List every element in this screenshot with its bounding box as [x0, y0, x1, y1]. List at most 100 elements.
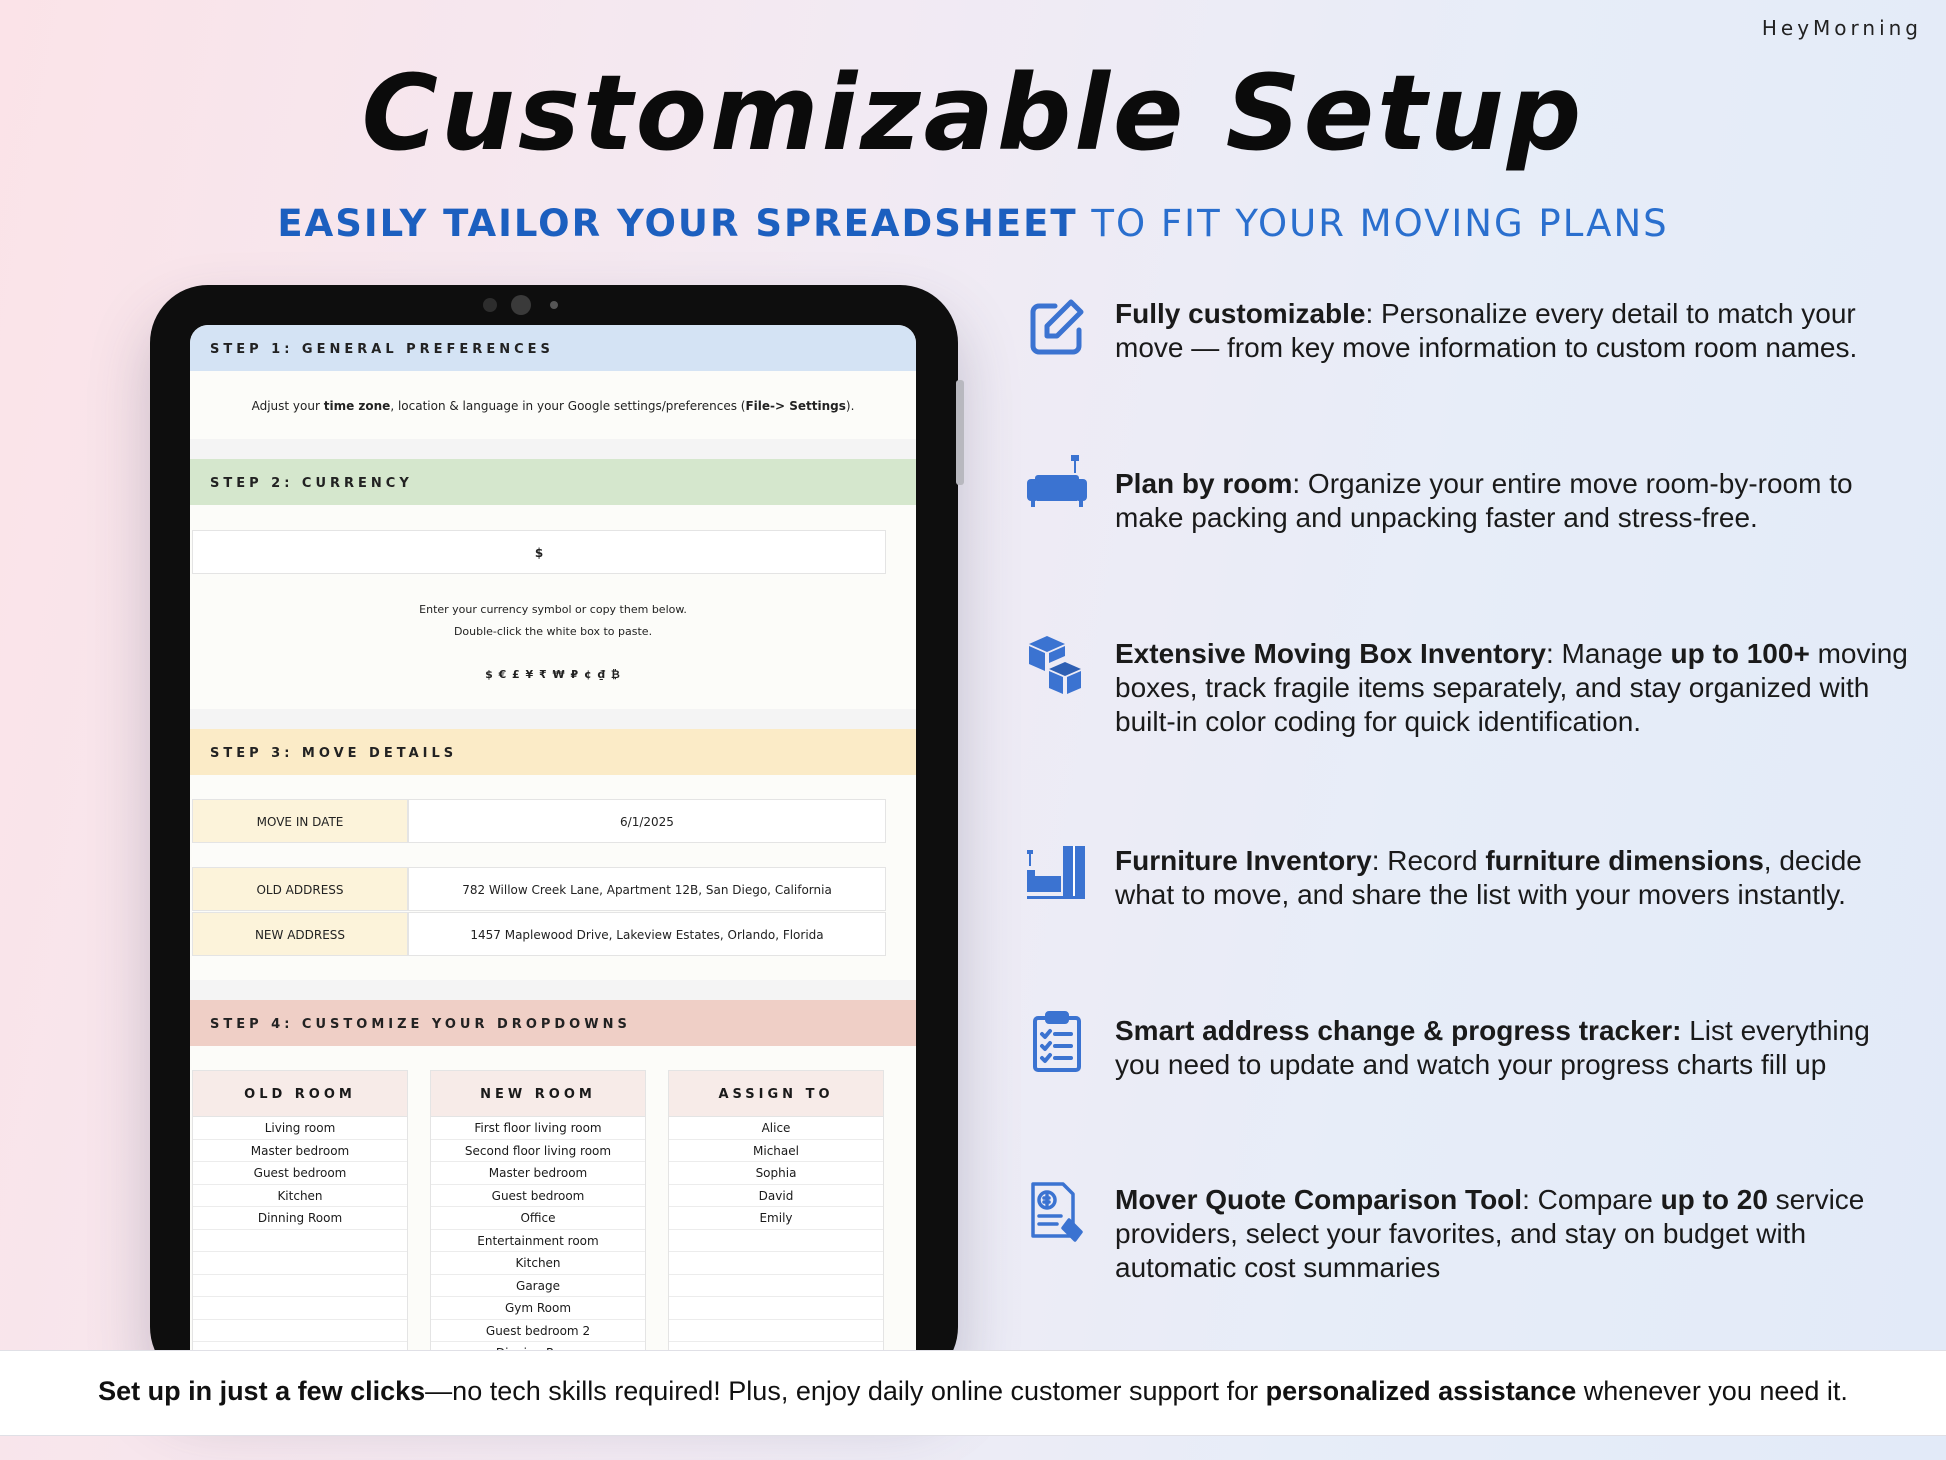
feature-plan-by-room: Plan by room: Organize your entire move …	[1115, 467, 1915, 535]
list-item[interactable]: Guest bedroom 2	[431, 1320, 645, 1342]
feature-text: : Organize your entire move room-by-room…	[1115, 468, 1853, 533]
list-item[interactable]	[669, 1320, 883, 1342]
feature-fully-customizable: Fully customizable: Personalize every de…	[1115, 297, 1915, 365]
list-item[interactable]: David	[669, 1185, 883, 1207]
tablet-mockup: STEP 1: GENERAL PREFERENCES Adjust your …	[150, 285, 964, 1385]
list-item[interactable]	[193, 1275, 407, 1297]
subtitle-bold: EASILY TAILOR YOUR SPREADSHEET	[277, 202, 1078, 245]
footer-text: whenever you need it.	[1576, 1376, 1848, 1406]
step1-note-bold: time zone	[323, 399, 391, 413]
list-item[interactable]	[193, 1252, 407, 1275]
feature-box-inventory: Extensive Moving Box Inventory: Manage u…	[1115, 637, 1915, 739]
camera-lens	[511, 295, 531, 315]
feature-text: : Personalize every detail to match your…	[1115, 298, 1858, 363]
feature-text: : Record	[1371, 845, 1486, 876]
list-item[interactable]: Kitchen	[431, 1252, 645, 1275]
feature-address-tracker: Smart address change & progress tracker:…	[1115, 1014, 1915, 1082]
feature-title: Extensive Moving Box Inventory	[1115, 638, 1546, 669]
list-item[interactable]: Dinning Room	[193, 1207, 407, 1230]
divider	[190, 439, 916, 459]
list-item[interactable]	[193, 1320, 407, 1342]
footer-bold: Set up in just a few clicks	[98, 1376, 426, 1406]
old-address-label: OLD ADDRESS	[192, 867, 408, 911]
currency-input[interactable]: $	[192, 530, 886, 574]
feature-title: Plan by room	[1115, 468, 1293, 499]
feature-text: List everything you need to update and w…	[1115, 1015, 1870, 1080]
feature-quote-comparison: Mover Quote Comparison Tool: Compare up …	[1115, 1183, 1915, 1285]
list-item[interactable]: Sophia	[669, 1162, 883, 1185]
feature-title: Mover Quote Comparison Tool	[1115, 1184, 1523, 1215]
new-address-field[interactable]: 1457 Maplewood Drive, Lakeview Estates, …	[408, 912, 886, 956]
furniture-icon	[1027, 846, 1085, 899]
step3-header: STEP 3: MOVE DETAILS	[190, 729, 916, 775]
list-item[interactable]	[669, 1230, 883, 1252]
footer-banner: Set up in just a few clicks—no tech skil…	[0, 1350, 1946, 1436]
camera-sensor	[550, 301, 558, 309]
list-item[interactable]: First floor living room	[431, 1117, 645, 1140]
list-item[interactable]	[193, 1297, 407, 1320]
feature-title: Fully customizable	[1115, 298, 1366, 329]
subtitle-rest: TO FIT YOUR MOVING PLANS	[1077, 202, 1669, 245]
boxes-icon	[1029, 636, 1081, 694]
list-item[interactable]: Master bedroom	[431, 1162, 645, 1185]
list-item[interactable]	[669, 1297, 883, 1320]
tablet-side-button	[956, 380, 964, 430]
invoice-dollar-icon	[1031, 1182, 1083, 1242]
list-item[interactable]: Emily	[669, 1207, 883, 1230]
feature-text: service providers, select your favorites…	[1115, 1184, 1865, 1283]
list-item[interactable]: Second floor living room	[431, 1140, 645, 1162]
old-address-field[interactable]: 782 Willow Creek Lane, Apartment 12B, Sa…	[408, 867, 886, 911]
feature-text: , decide what to move, and share the lis…	[1115, 845, 1862, 910]
footer-bold: personalized assistance	[1265, 1376, 1577, 1406]
edit-icon	[1030, 299, 1084, 355]
old-room-column: OLD ROOM Living room Master bedroom Gues…	[192, 1070, 408, 1385]
list-item[interactable]: Kitchen	[193, 1185, 407, 1207]
list-item[interactable]	[669, 1252, 883, 1275]
step1-note-text: , location & language in your Google set…	[390, 399, 746, 413]
divider	[190, 980, 916, 1000]
list-item[interactable]: Entertainment room	[431, 1230, 645, 1252]
feature-highlight: up to 100+	[1670, 638, 1810, 669]
feature-furniture-inventory: Furniture Inventory: Record furniture di…	[1115, 844, 1915, 912]
spreadsheet-screen: STEP 1: GENERAL PREFERENCES Adjust your …	[190, 325, 916, 1385]
move-in-date-field[interactable]: 6/1/2025	[408, 799, 886, 843]
page-title: Customizable Setup	[361, 52, 1585, 174]
list-item[interactable]: Office	[431, 1207, 645, 1230]
currency-note-1: Enter your currency symbol or copy them …	[419, 603, 687, 616]
step1-note-bold: File-> Settings	[745, 399, 846, 413]
assign-to-header: ASSIGN TO	[669, 1071, 883, 1117]
page-subtitle: EASILY TAILOR YOUR SPREADSHEET TO FIT YO…	[0, 202, 1946, 245]
feature-text: moving boxes, track fragile items separa…	[1115, 638, 1908, 737]
sofa-icon	[1027, 455, 1087, 507]
feature-text: : Compare	[1522, 1184, 1661, 1215]
list-item[interactable]: Guest bedroom	[431, 1185, 645, 1207]
list-item[interactable]: Living room	[193, 1117, 407, 1140]
feature-highlight: up to 20	[1660, 1184, 1768, 1215]
assign-to-column: ASSIGN TO Alice Michael Sophia David Emi…	[668, 1070, 884, 1385]
step1-header: STEP 1: GENERAL PREFERENCES	[190, 325, 916, 371]
list-item[interactable]	[669, 1275, 883, 1297]
divider	[190, 709, 916, 729]
move-in-date-label: MOVE IN DATE	[192, 799, 408, 843]
new-address-label: NEW ADDRESS	[192, 912, 408, 956]
feature-title: Furniture Inventory	[1115, 845, 1372, 876]
tablet-side-button	[956, 415, 964, 485]
feature-title: Smart address change & progress tracker:	[1115, 1015, 1682, 1046]
list-item[interactable]: Alice	[669, 1117, 883, 1140]
list-item[interactable]: Garage	[431, 1275, 645, 1297]
step4-header: STEP 4: CUSTOMIZE YOUR DROPDOWNS	[190, 1000, 916, 1046]
list-item[interactable]: Guest bedroom	[193, 1162, 407, 1185]
currency-symbols[interactable]: $ € £ ¥ ₹ ₩ ₽ ¢ ₫ ₿	[485, 668, 621, 681]
new-room-column: NEW ROOM First floor living room Second …	[430, 1070, 646, 1385]
list-item[interactable]: Master bedroom	[193, 1140, 407, 1162]
list-item[interactable]	[193, 1230, 407, 1252]
brand-logo: HeyMorning	[1761, 16, 1922, 40]
step2-header: STEP 2: CURRENCY	[190, 459, 916, 505]
step1-note: Adjust your time zone, location & langua…	[190, 399, 916, 413]
feature-text: : Manage	[1546, 638, 1671, 669]
list-item[interactable]: Michael	[669, 1140, 883, 1162]
list-item[interactable]: Gym Room	[431, 1297, 645, 1320]
step1-note-text: ).	[845, 399, 855, 413]
step1-note-text: Adjust your	[251, 399, 324, 413]
currency-note-2: Double-click the white box to paste.	[453, 625, 653, 638]
